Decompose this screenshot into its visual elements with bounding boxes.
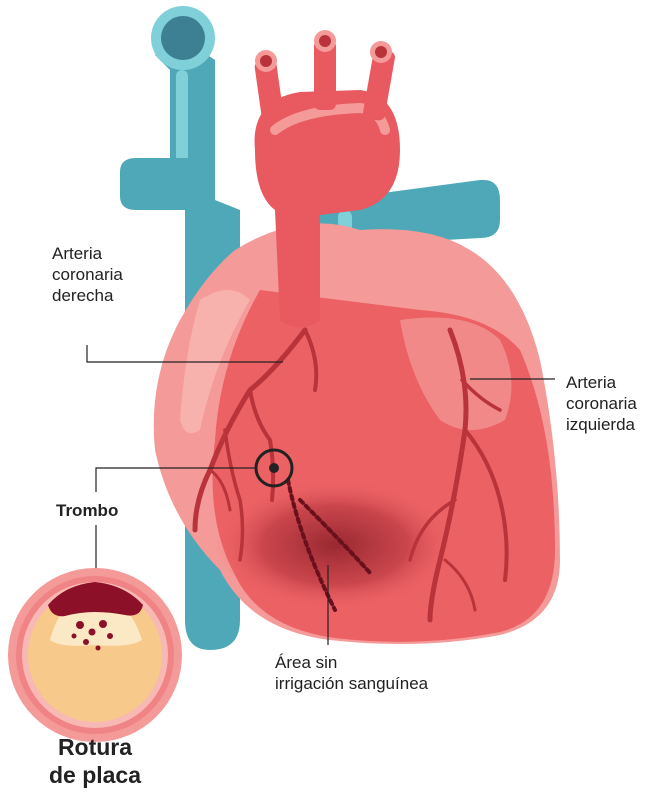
label-right-coronary-line-1: Arteria [52, 243, 123, 264]
label-left-coronary-artery: Arteria coronaria izquierda [566, 372, 637, 435]
label-plaque-rupture: Rotura de placa [30, 733, 160, 789]
label-rupture-line-2: de placa [30, 761, 160, 789]
plaque-rupture-crosssection [8, 568, 182, 742]
label-unirrigated-line-1: Área sin [275, 652, 428, 673]
label-left-coronary-line-2: coronaria [566, 393, 637, 414]
label-right-coronary-line-3: derecha [52, 285, 123, 306]
label-right-coronary-line-2: coronaria [52, 264, 123, 285]
label-left-coronary-line-3: izquierda [566, 414, 637, 435]
label-left-coronary-line-1: Arteria [566, 372, 637, 393]
label-rupture-line-1: Rotura [30, 733, 160, 761]
label-unirrigated-line-2: irrigación sanguínea [275, 673, 428, 694]
label-unirrigated-area: Área sin irrigación sanguínea [275, 652, 428, 694]
label-right-coronary-artery: Arteria coronaria derecha [52, 243, 123, 306]
label-thrombus: Trombo [56, 500, 118, 521]
